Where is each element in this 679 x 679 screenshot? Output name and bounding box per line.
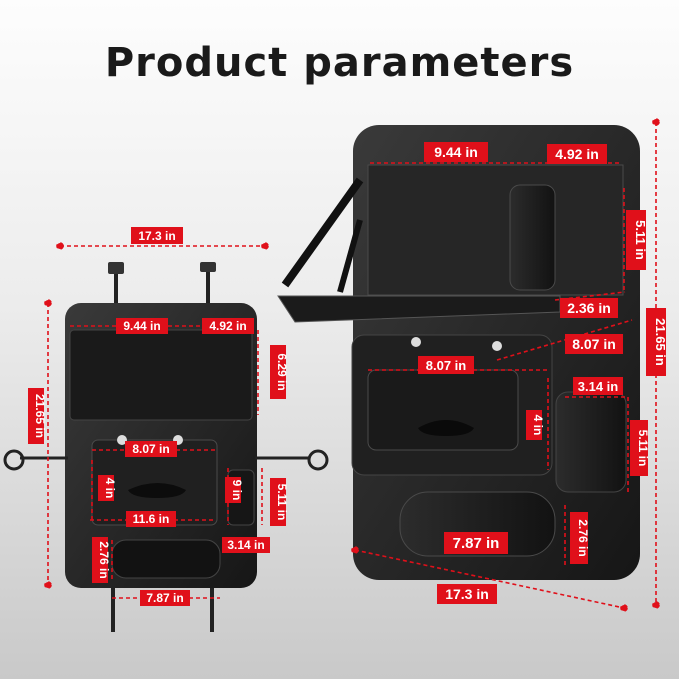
dim-left-top-right: 4.92 in	[202, 318, 254, 334]
dim-left-width: 17.3 in	[131, 227, 183, 244]
dim-left-tissue-height: 4 in	[98, 475, 117, 501]
svg-text:9.44 in: 9.44 in	[123, 319, 160, 333]
svg-text:3.14 in: 3.14 in	[227, 538, 264, 552]
dim-right-tissue-width: 8.07 in	[418, 356, 474, 374]
page-title: Product parameters	[104, 40, 575, 86]
dim-left-inner-height: 9 in	[225, 477, 244, 503]
dim-right-bottom-height: 2.76 in	[570, 512, 590, 564]
svg-text:8.07 in: 8.07 in	[426, 358, 467, 373]
dim-left-top-height: 6.29 in	[270, 345, 289, 399]
dim-left-side-width: 3.14 in	[222, 537, 270, 553]
dim-left-top-left: 9.44 in	[116, 318, 168, 334]
dim-right-bottom-width: 7.87 in	[444, 532, 508, 554]
svg-text:11.6 in: 11.6 in	[133, 512, 170, 526]
dim-right-box-depth: 8.07 in	[565, 334, 623, 354]
dim-left-inner-width: 11.6 in	[126, 511, 176, 527]
dim-left-tissue-width: 8.07 in	[125, 441, 177, 457]
dim-right-height: 21.65 in	[646, 308, 668, 376]
svg-text:21.65 in: 21.65 in	[33, 394, 47, 438]
right-dimension-lines	[351, 118, 660, 612]
svg-text:3.14 in: 3.14 in	[578, 379, 619, 394]
svg-text:17.3 in: 17.3 in	[445, 586, 489, 602]
dim-right-side-height: 5.11 in	[630, 420, 650, 476]
svg-text:2.76 in: 2.76 in	[97, 541, 111, 578]
dim-left-bottom-width: 7.87 in	[140, 590, 190, 606]
dim-right-tissue-height: 4 in	[526, 410, 545, 440]
dim-right-tray-right: 4.92 in	[547, 144, 607, 164]
svg-text:4 in: 4 in	[103, 478, 117, 499]
svg-text:8.07 in: 8.07 in	[572, 336, 616, 352]
dim-right-width: 17.3 in	[437, 584, 497, 604]
svg-text:9.44 in: 9.44 in	[434, 144, 478, 160]
svg-text:9 in: 9 in	[230, 480, 244, 501]
svg-text:5.11 in: 5.11 in	[275, 484, 289, 521]
svg-text:2.76 in: 2.76 in	[576, 519, 590, 556]
buckle-icon	[108, 262, 124, 274]
dim-right-cup-width: 2.36 in	[560, 298, 618, 318]
dim-right-cup-height: 5.11 in	[626, 210, 648, 270]
svg-text:6.29 in: 6.29 in	[275, 353, 289, 390]
svg-text:4 in: 4 in	[531, 415, 545, 436]
svg-text:17.3 in: 17.3 in	[138, 229, 175, 243]
dim-right-tray-left: 9.44 in	[424, 142, 488, 162]
svg-text:21.65 in: 21.65 in	[653, 318, 668, 366]
svg-text:5.11 in: 5.11 in	[636, 430, 650, 467]
dim-right-side-width: 3.14 in	[573, 377, 623, 395]
svg-text:7.87 in: 7.87 in	[146, 591, 183, 605]
svg-text:8.07 in: 8.07 in	[132, 442, 169, 456]
dim-left-height: 21.65 in	[28, 388, 47, 444]
dim-left-bottom-height: 2.76 in	[92, 537, 111, 583]
svg-text:7.87 in: 7.87 in	[453, 535, 500, 552]
dim-left-side-height: 5.11 in	[270, 478, 289, 526]
svg-text:5.11 in: 5.11 in	[633, 220, 648, 260]
svg-text:4.92 in: 4.92 in	[209, 319, 246, 333]
svg-text:4.92 in: 4.92 in	[555, 146, 599, 162]
svg-text:2.36 in: 2.36 in	[567, 300, 611, 316]
